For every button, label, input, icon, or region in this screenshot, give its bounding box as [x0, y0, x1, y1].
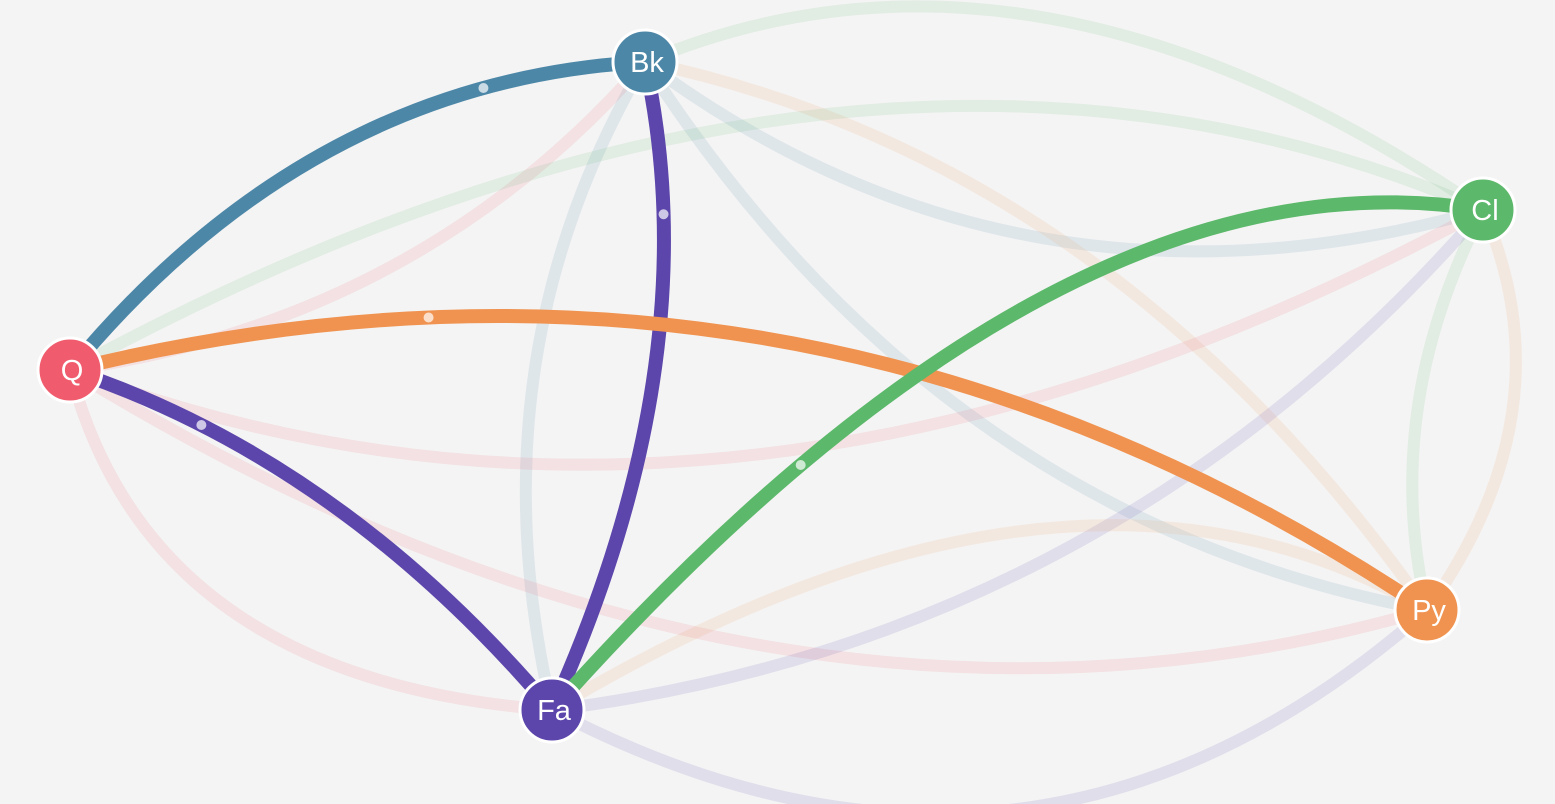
- node-fa[interactable]: Fa: [518, 676, 586, 744]
- node-q[interactable]: Q: [36, 336, 104, 404]
- edge-bk-py: [639, 56, 1433, 616]
- node-fa-label: Fa: [537, 695, 572, 727]
- edge-bk-py: [639, 56, 1433, 616]
- node-bk[interactable]: Bk: [611, 28, 679, 96]
- edge-bk-q-particle: [478, 83, 489, 93]
- edge-q-py-particle: [423, 312, 434, 323]
- node-py-label: Py: [1412, 595, 1446, 627]
- edge-cl-py: [1406, 204, 1489, 616]
- edge-fa-py: [546, 519, 1433, 716]
- edge-q-fa-particle: [196, 420, 207, 430]
- node-fa-circle[interactable]: [518, 676, 586, 744]
- edge-bk-fa-particle: [658, 209, 669, 220]
- faded-edge-layer: [64, 0, 1522, 804]
- edge-q-fa: [64, 364, 558, 716]
- node-q-circle[interactable]: [36, 336, 104, 404]
- edge-bk-cl: [639, 0, 1489, 216]
- edge-bk-fa-highlighted: [545, 55, 671, 717]
- edge-fa-py: [546, 604, 1433, 804]
- node-bk-circle[interactable]: [611, 28, 679, 96]
- edge-bk-q-highlighted: [63, 55, 652, 377]
- edge-q-cl: [64, 99, 1489, 376]
- edge-fa-cl-particle: [795, 460, 806, 470]
- node-bk-label: Bk: [630, 47, 664, 79]
- node-cl[interactable]: Cl: [1449, 176, 1517, 244]
- edge-bk-fa: [519, 56, 651, 716]
- edge-bk-cl: [639, 56, 1489, 258]
- edge-q-py: [64, 364, 1433, 675]
- edge-fa-cl-highlighted: [545, 195, 1490, 717]
- node-cl-label: Cl: [1471, 195, 1498, 227]
- edge-cl-fa: [546, 204, 1489, 716]
- node-cl-circle[interactable]: [1449, 176, 1517, 244]
- highlighted-edge-layer: [63, 55, 1490, 717]
- node-q-label: Q: [61, 355, 84, 387]
- edge-q-cl: [64, 204, 1489, 471]
- node-py-circle[interactable]: [1393, 576, 1461, 644]
- edge-q-py-highlighted: [63, 309, 1434, 617]
- node-py[interactable]: Py: [1393, 576, 1461, 644]
- edge-cl-py: [1421, 204, 1522, 616]
- edge-q-fa-highlighted: [63, 363, 559, 717]
